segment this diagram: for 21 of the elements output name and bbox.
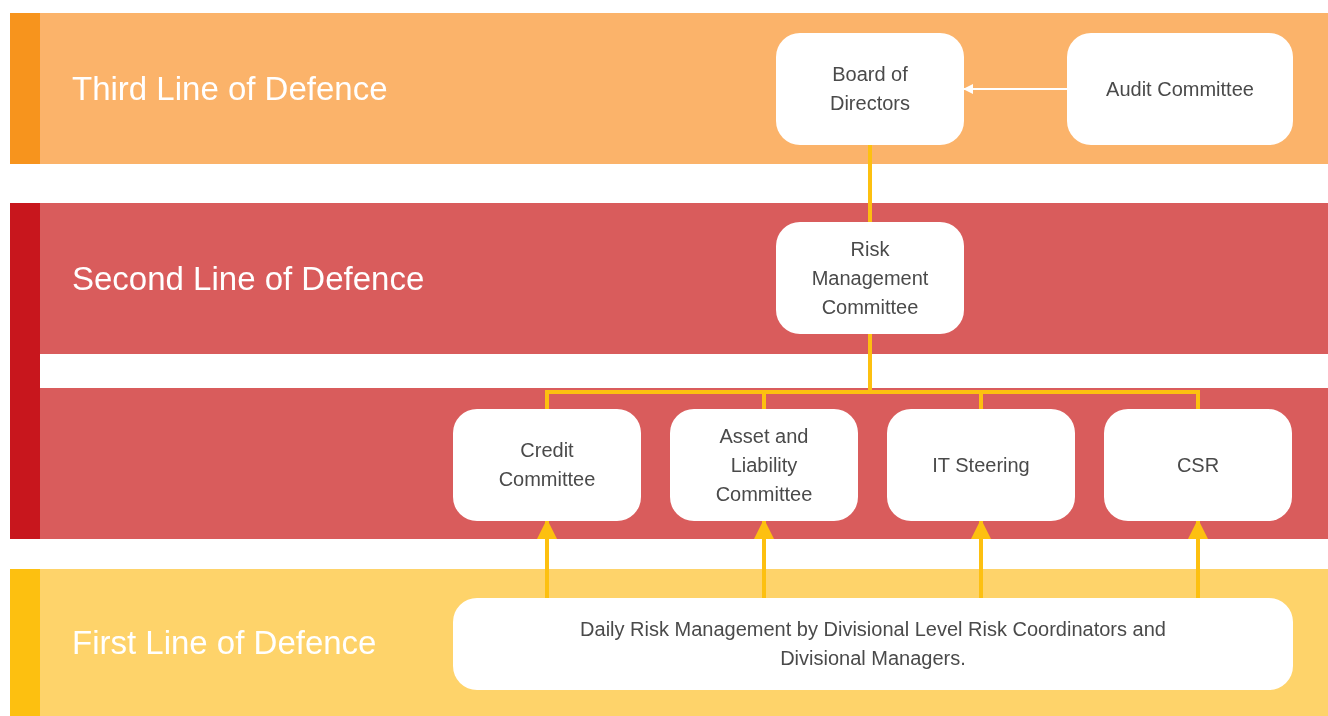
arrow [971,519,991,598]
committee-box: Credit Committee [453,409,641,521]
committee-box: CSR [1104,409,1292,521]
arrow [1188,519,1208,598]
arrow [754,519,774,598]
connector-line [868,145,872,222]
committee-box: Audit Committee [1067,33,1293,145]
committee-box: Board of Directors [776,33,964,145]
band-title: Second Line of Defence [72,258,425,299]
committee-box: Asset and Liability Committee [670,409,858,521]
band-title: First Line of Defence [72,622,377,663]
defence-band [10,569,1328,716]
defence-band [40,388,1328,539]
arrow [963,84,1068,94]
defence-band [10,13,1328,164]
committee-box: Risk Management Committee [776,222,964,334]
committee-box: Daily Risk Management by Divisional Level Risk Coordinators and Divisional Managers. [453,598,1293,690]
band-title: Third Line of Defence [72,68,388,109]
committee-box: IT Steering [887,409,1075,521]
defence-band [40,203,1328,354]
arrow [537,519,557,598]
